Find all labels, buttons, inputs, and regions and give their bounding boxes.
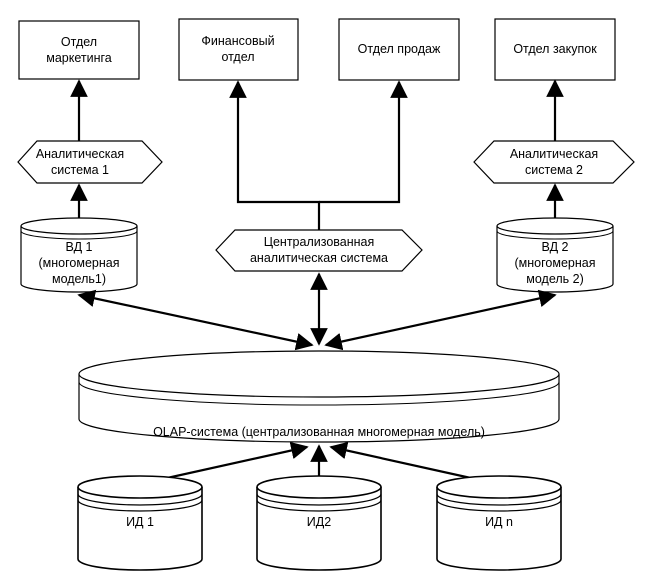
system1-label-line1: Аналитическая [36, 147, 124, 161]
source-db-id1: ИД 1 [77, 475, 203, 571]
id2-label: ИД2 [307, 515, 331, 529]
finance-label-line1: Финансовый [201, 34, 274, 48]
analytic-system-1: Аналитическая система 1 [17, 140, 163, 184]
department-box-purchasing: Отдел закупок [494, 18, 616, 81]
arrow-to-finance [229, 80, 321, 230]
system2-label-line1: Аналитическая [510, 147, 598, 161]
arrow-olap-vd1 [77, 289, 314, 351]
department-box-marketing: Отдел маркетинга [18, 20, 140, 80]
source-db-idn: ИД n [436, 475, 562, 571]
purchasing-label: Отдел закупок [513, 42, 597, 56]
marketing-label-line2: маркетинга [46, 51, 112, 65]
analytic-system-central: Централизованная аналитическая система [215, 229, 423, 272]
vd1-label-line2: (многомерная [39, 256, 120, 270]
source-db-id2: ИД2 [256, 475, 382, 571]
data-warehouse-vd1: ВД 1 (многомерная модель1) [20, 217, 138, 293]
marketing-label-line1: Отдел [61, 35, 97, 49]
central-label-line1: Централизованная [264, 235, 375, 249]
vd2-label-line3: модель 2) [526, 272, 584, 286]
system1-label-line2: система 1 [51, 163, 109, 177]
olap-label: OLAP-система (централизованная многомерн… [153, 425, 485, 439]
analytic-system-2: Аналитическая система 2 [473, 140, 635, 184]
vd2-label-line1: ВД 2 [542, 240, 569, 254]
id1-label: ИД 1 [126, 515, 154, 529]
finance-label-line2: отдел [221, 50, 254, 64]
vd1-label-line1: ВД 1 [66, 240, 93, 254]
department-box-finance: Финансовый отдел [178, 18, 299, 81]
olap-system: OLAP-система (централизованная многомерн… [78, 350, 560, 443]
system2-label-line2: система 2 [525, 163, 583, 177]
department-box-sales: Отдел продаж [338, 18, 460, 81]
arrow-to-sales [319, 80, 408, 204]
idn-label: ИД n [485, 515, 513, 529]
data-warehouse-vd2: ВД 2 (многомерная модель 2) [496, 217, 614, 293]
sales-label: Отдел продаж [358, 42, 441, 56]
vd2-label-line2: (многомерная [515, 256, 596, 270]
arrow-olap-vd2 [324, 289, 557, 351]
vd1-label-line3: модель1) [52, 272, 106, 286]
central-label-line2: аналитическая система [250, 251, 388, 265]
